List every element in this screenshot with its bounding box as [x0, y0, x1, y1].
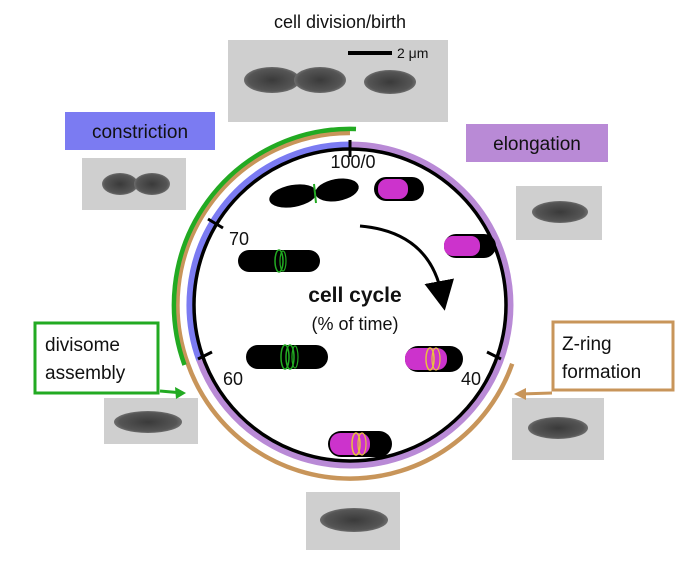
divisome-label-line1: divisome — [45, 335, 120, 356]
micrograph-bottom — [306, 492, 400, 550]
zring-box: Z-ring formation — [551, 320, 675, 392]
constriction-label: constriction — [92, 122, 188, 143]
tick-label-60: 60 — [223, 369, 243, 389]
schematic-cell-constricting — [269, 178, 359, 208]
constriction-box: constriction — [65, 112, 215, 150]
center-title: cell cycle — [308, 284, 401, 307]
tick-70 — [207, 217, 224, 230]
schematic-cell-zring-40 — [405, 346, 463, 372]
tick-label-70: 70 — [229, 229, 249, 249]
elongation-label: elongation — [493, 134, 581, 155]
divisome-arrowhead — [175, 387, 186, 399]
schematic-cell-elongating-magenta — [444, 234, 496, 258]
scale-bar-label: 2 μm — [397, 45, 428, 61]
schematic-cell-70 — [238, 249, 320, 273]
cell-daughter-right — [294, 67, 346, 93]
elongation-phase-arc — [196, 141, 514, 469]
divisome-box: divisome assembly — [33, 321, 160, 395]
micrograph-division: 2 μm — [228, 40, 448, 122]
tick-40 — [486, 350, 502, 361]
tick-label-40: 40 — [461, 369, 481, 389]
cell-daughter-left — [244, 67, 300, 93]
micrograph-elongation — [516, 186, 602, 240]
tick-60 — [197, 350, 213, 361]
center-subtitle: (% of time) — [311, 314, 398, 334]
direction-arrow — [359, 224, 454, 311]
zring-arrowhead — [514, 388, 526, 400]
tick-label-100-0: 100/0 — [330, 152, 375, 172]
schematic-cell-60 — [246, 344, 328, 370]
micrograph-divisome — [104, 398, 198, 444]
zring-phase-arc — [175, 130, 515, 481]
micrograph-zring — [512, 398, 604, 460]
constriction-phase-arc — [186, 141, 351, 361]
divisome-phase-arc — [171, 126, 357, 366]
schematic-cell-bottom — [328, 431, 392, 457]
zring-label-line1: Z-ring — [562, 334, 612, 355]
zring-label-line2: formation — [562, 362, 641, 383]
divisome-label-line2: assembly — [45, 363, 126, 384]
schematic-cell-newborn-magenta — [374, 177, 424, 201]
cell-newborn — [364, 70, 416, 94]
micrograph-constriction — [82, 158, 186, 210]
elongation-box: elongation — [466, 124, 608, 162]
title-label: cell division/birth — [274, 12, 406, 32]
